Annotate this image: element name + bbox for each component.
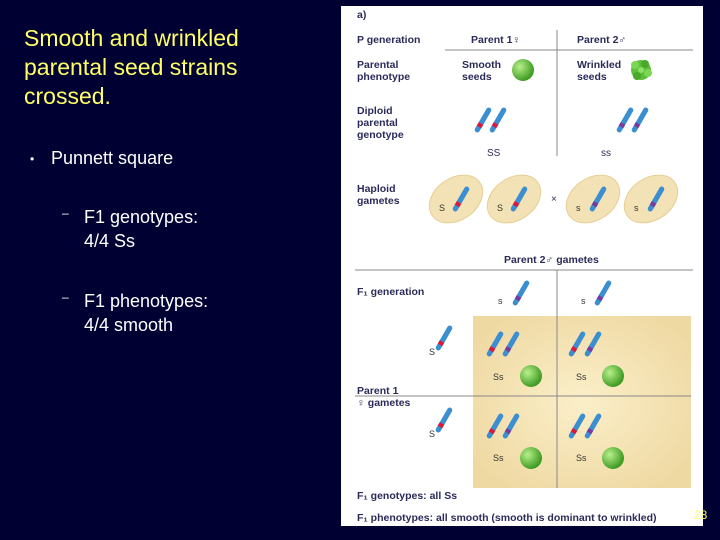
gamete-parent1-a: S: [428, 174, 484, 224]
f1-genotypes-caption: F₁ genotypes: all Ss: [357, 490, 457, 502]
page-number: 28: [694, 508, 708, 522]
smooth-seed-icon: [520, 365, 542, 387]
svg-text:Ss: Ss: [576, 453, 587, 463]
svg-text:s: s: [576, 203, 581, 213]
gamete-parent2-b: s: [623, 174, 679, 224]
sub-bullet-dash: –: [62, 206, 69, 220]
sub-bullet-f1-phenotypes: F1 phenotypes: 4/4 smooth: [84, 291, 209, 335]
bullet-dot: •: [30, 152, 35, 166]
parent1-label: Parent 1♀: [471, 34, 520, 46]
punnett-cell-1: Ss: [485, 330, 542, 387]
smooth-seed-icon: [520, 447, 542, 469]
svg-text:S: S: [439, 203, 445, 213]
svg-text:S: S: [497, 203, 503, 213]
smooth-seed-icon: [602, 447, 624, 469]
punnett-cell-2: Ss: [567, 330, 624, 387]
svg-text:Ss: Ss: [493, 372, 504, 382]
punnett-cell-3: Ss: [485, 412, 542, 469]
f1-phenotypes-caption: F₁ phenotypes: all smooth (smooth is dom…: [357, 512, 657, 524]
gamete-parent1-b: S: [486, 174, 542, 224]
parent1-gamete-S-bottom: S: [429, 406, 454, 439]
gamete-parent2-a: s: [565, 174, 621, 224]
parent1-gametes-label: Parent 1♀ gametes: [357, 385, 411, 409]
smooth-seed-icon: [602, 365, 624, 387]
punnett-figure: a) P generation Parent 1♀ Parent 2♂ Pare…: [341, 6, 703, 526]
svg-text:Ss: Ss: [576, 372, 587, 382]
p-generation-label: P generation: [357, 34, 420, 46]
sub-bullet-dash: –: [62, 290, 69, 304]
genotype-ss-lower: ss: [601, 148, 611, 159]
parent2-chromosome-pair: [615, 106, 650, 134]
parent1-chromosome-pair: [473, 106, 508, 134]
svg-text:s: s: [634, 203, 639, 213]
slide-title: Smooth and wrinkled parental seed strain…: [24, 25, 239, 109]
parent2-gamete-s-left: s: [498, 279, 531, 307]
svg-text:S: S: [429, 347, 435, 357]
svg-text:s: s: [581, 296, 586, 306]
parent1-gamete-S-top: S: [429, 324, 454, 357]
smooth-seed-icon: [512, 59, 534, 81]
bullet-punnett-square: Punnett square: [51, 148, 174, 168]
parent2-gametes-label: Parent 2♂ gametes: [504, 254, 599, 266]
sub-bullet-f1-genotypes: F1 genotypes: 4/4 Ss: [84, 207, 199, 251]
svg-text:S: S: [429, 429, 435, 439]
punnett-figure-svg: a) P generation Parent 1♀ Parent 2♂ Pare…: [355, 9, 693, 524]
parent2-label: Parent 2♂: [577, 34, 626, 46]
parent2-gamete-s-right: s: [581, 279, 613, 307]
f1-generation-label: F₁ generation: [357, 286, 424, 298]
svg-text:s: s: [498, 296, 503, 306]
cross-symbol: ×: [551, 194, 557, 205]
genotype-ss-upper: SS: [487, 148, 501, 159]
punnett-cell-4: Ss: [567, 412, 624, 469]
panel-label: a): [357, 9, 366, 21]
wrinkled-seed-icon: [631, 60, 652, 80]
svg-text:Ss: Ss: [493, 453, 504, 463]
